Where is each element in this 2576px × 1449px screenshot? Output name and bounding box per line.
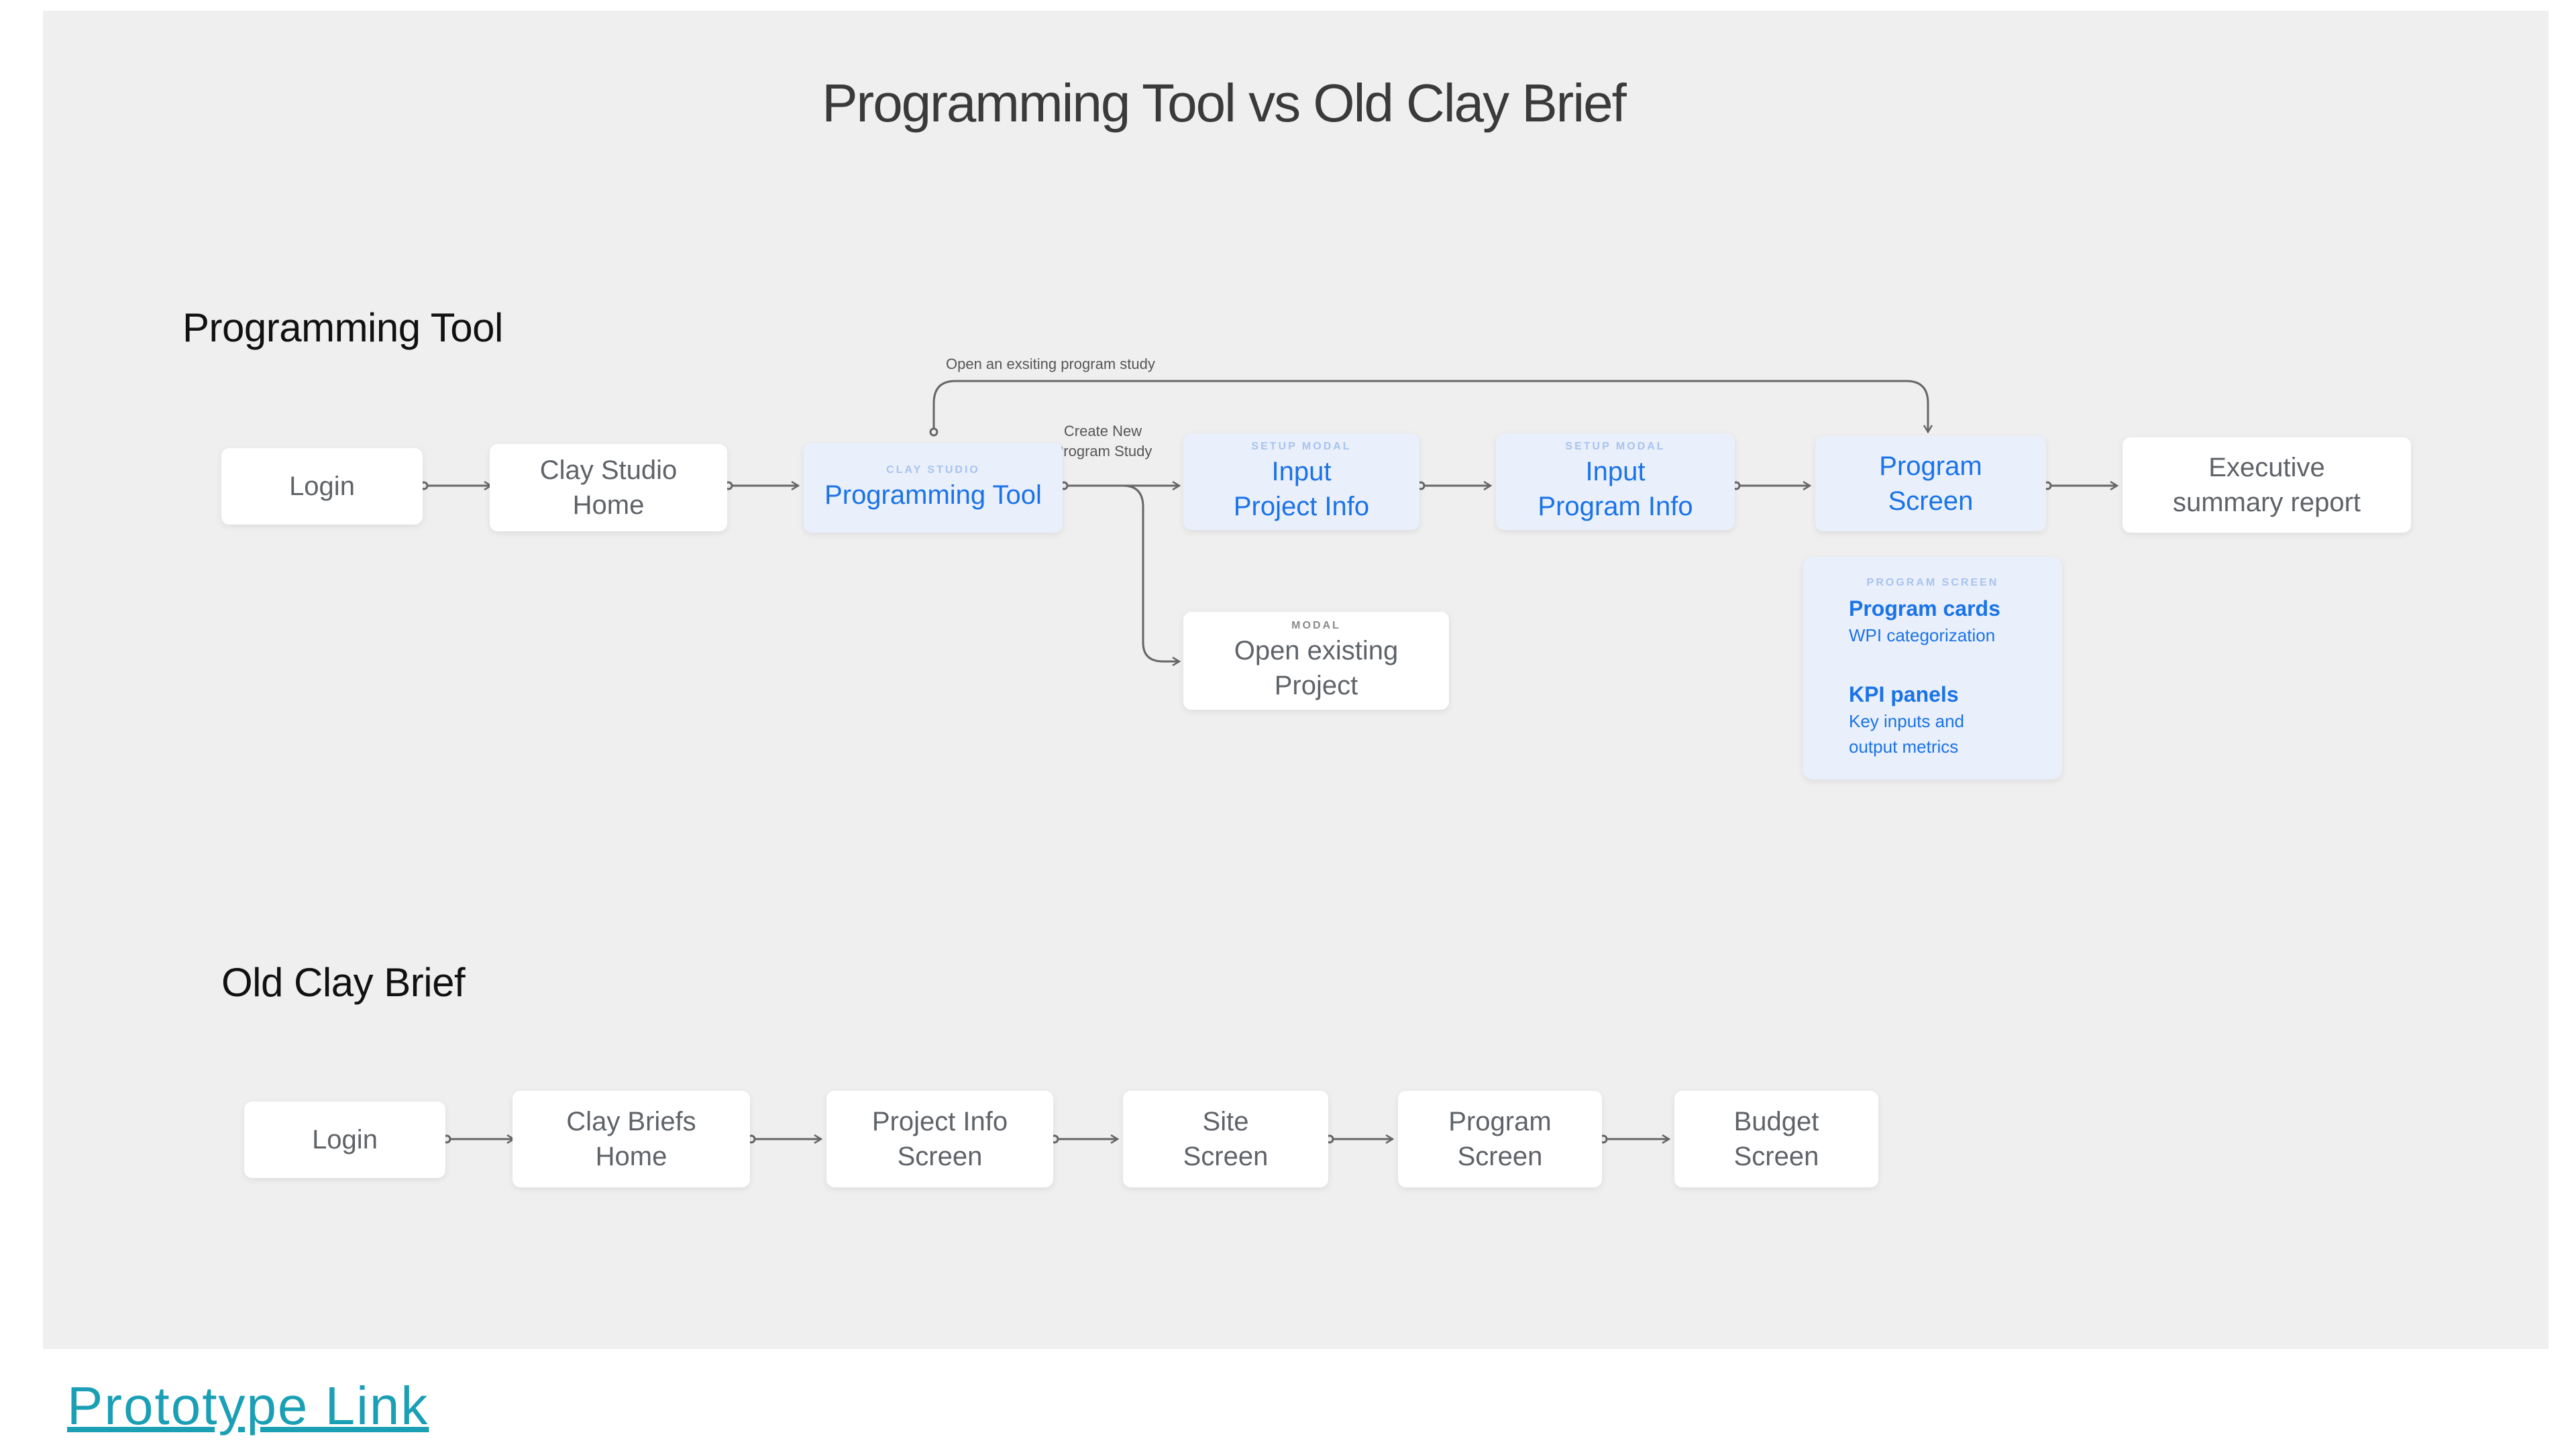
prototype-link[interactable]: Prototype Link <box>67 1376 429 1436</box>
pt-node-login-label: Login <box>289 472 355 501</box>
ocb-program-line2: Screen <box>1457 1142 1543 1171</box>
pt-open-tag: MODAL <box>1291 620 1341 631</box>
ocb-budget-line1: Budget <box>1733 1107 1819 1136</box>
pt-node-input-program-info[interactable]: SETUP MODAL Input Program Info <box>1496 433 1735 530</box>
connector-old-project-site <box>1050 1136 1118 1142</box>
ocb-project-line1: Project Info <box>871 1107 1008 1136</box>
pt-node-programming-tool[interactable]: CLAY STUDIO Programming Tool <box>804 443 1063 533</box>
detail-kpi-title: KPI panels <box>1849 682 1959 706</box>
ocb-home-line2: Home <box>595 1142 667 1171</box>
branch-label-line1: Create New <box>1063 423 1142 439</box>
connector-screen-exec <box>2043 482 2117 489</box>
ocb-budget-line2: Screen <box>1733 1142 1819 1171</box>
pt-project-line1: Input <box>1271 457 1332 486</box>
pt-exec-line2: summary report <box>2172 488 2361 517</box>
connector-tool-project <box>1059 482 1179 489</box>
pt-node-program-screen[interactable]: Program Screen <box>1815 436 2046 531</box>
pt-home-line2: Home <box>572 490 645 520</box>
connector-old-login-home <box>442 1136 514 1142</box>
detail-cards-sub: WPI categorization <box>1849 625 1996 645</box>
ocb-node-project-info-screen[interactable]: Project Info Screen <box>826 1091 1053 1187</box>
pt-node-clay-studio-home[interactable]: Clay Studio Home <box>490 444 727 531</box>
loop-connector-label: Open an exsiting program study <box>946 356 1155 372</box>
pt-project-line2: Project Info <box>1233 492 1370 521</box>
ocb-node-program-screen[interactable]: Program Screen <box>1398 1091 1602 1187</box>
pt-node-open-existing-project[interactable]: MODAL Open existing Project <box>1183 612 1449 710</box>
connector-old-home-project <box>747 1136 821 1142</box>
pt-exec-line1: Executive <box>2208 453 2325 482</box>
pt-open-line1: Open existing <box>1234 636 1399 665</box>
diagram-panel: Programming Tool vs Old Clay Brief Progr… <box>43 11 2548 1349</box>
pt-tool-tag: CLAY STUDIO <box>886 464 980 476</box>
pt-node-executive-summary[interactable]: Executive summary report <box>2123 437 2411 533</box>
ocb-node-login-label: Login <box>312 1125 378 1155</box>
connector-loop-open-study <box>929 380 1928 437</box>
ocb-site-line1: Site <box>1202 1107 1249 1136</box>
ocb-project-line2: Screen <box>897 1142 983 1171</box>
connector-project-program <box>1416 482 1491 489</box>
branch-label-line2: Program Study <box>1053 443 1152 460</box>
ocb-node-login[interactable]: Login <box>244 1102 445 1178</box>
branch-connector-label: Create New Program Study <box>1049 421 1157 462</box>
ocb-node-budget-screen[interactable]: Budget Screen <box>1674 1091 1878 1187</box>
ocb-node-site-screen[interactable]: Site Screen <box>1123 1091 1328 1187</box>
pt-screen-line2: Screen <box>1888 486 1974 516</box>
pt-screen-line1: Program <box>1879 451 1982 481</box>
section-heading-old-clay-brief: Old Clay Brief <box>221 960 466 1005</box>
connector-old-site-program <box>1325 1136 1393 1142</box>
pt-program-tag: SETUP MODAL <box>1565 441 1666 452</box>
ocb-node-clay-briefs-home[interactable]: Clay Briefs Home <box>513 1091 750 1187</box>
connector-layer <box>419 380 2548 1349</box>
program-screen-detail-card: PROGRAM SCREEN Program cards WPI categor… <box>1803 557 2062 780</box>
ocb-home-line1: Clay Briefs <box>566 1107 696 1136</box>
pt-home-line1: Clay Studio <box>539 455 678 485</box>
detail-kpi-sub-line2: output metrics <box>1849 737 1959 757</box>
pt-node-input-project-info[interactable]: SETUP MODAL Input Project Info <box>1183 433 1419 530</box>
detail-tag: PROGRAM SCREEN <box>1866 577 1999 588</box>
pt-program-line1: Input <box>1585 457 1646 486</box>
connector-login-home <box>419 482 491 489</box>
section-heading-programming-tool: Programming Tool <box>182 305 503 350</box>
ocb-program-line1: Program <box>1448 1107 1552 1136</box>
connector-tool-open-existing <box>1122 484 1179 661</box>
connector-home-tool <box>724 482 798 489</box>
pt-program-line2: Program Info <box>1538 492 1693 521</box>
connector-program-screen <box>1731 482 1810 489</box>
pt-tool-label: Programming Tool <box>824 480 1042 510</box>
connector-old-program-budget <box>1599 1136 1669 1142</box>
page-title: Programming Tool vs Old Clay Brief <box>822 73 1627 133</box>
pt-node-login[interactable]: Login <box>221 448 423 525</box>
detail-cards-title: Program cards <box>1849 596 2000 621</box>
ocb-site-line2: Screen <box>1183 1142 1269 1171</box>
pt-open-line2: Project <box>1274 671 1358 700</box>
pt-project-tag: SETUP MODAL <box>1251 441 1352 452</box>
detail-kpi-sub-line1: Key inputs and <box>1849 711 1965 731</box>
